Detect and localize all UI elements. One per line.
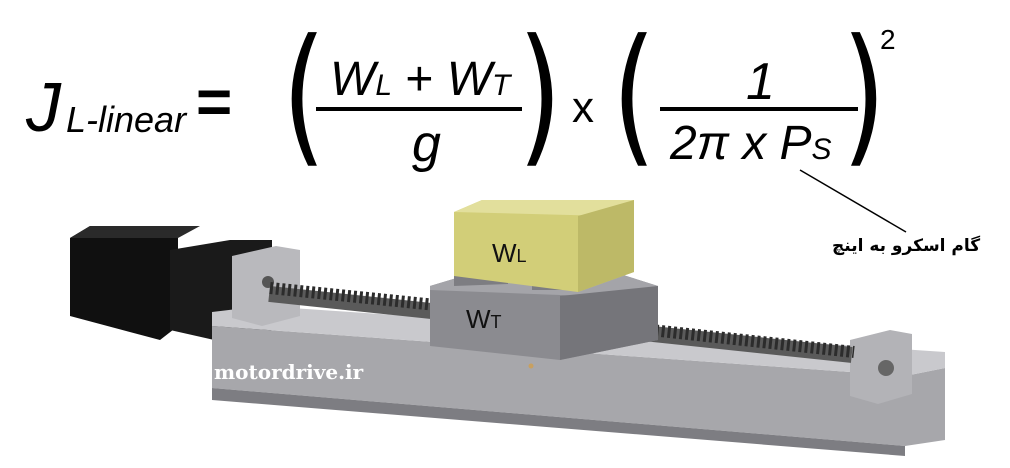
table-label: WT (466, 304, 502, 334)
left-fraction-bar (316, 107, 522, 111)
annotation-pointer-line (799, 169, 907, 233)
position-marker (528, 363, 534, 369)
right-numerator: 1 (746, 53, 775, 111)
right-fraction-bar (660, 107, 858, 111)
right-open-paren: ( (612, 8, 656, 182)
j-subscript: L-linear (66, 99, 187, 140)
table-side (560, 286, 658, 360)
screw-pitch-label: گام اسکرو به اینچ (832, 236, 981, 256)
base-bottom (212, 388, 905, 456)
motor-body (70, 226, 178, 340)
left-close-paren: ) (518, 8, 562, 182)
inertia-formula: J L-linear = ( WL + WT g ) x ( 1 2π x PS… (0, 0, 1010, 200)
watermark-text: motordrive.ir (214, 360, 364, 384)
load-side (578, 200, 634, 292)
right-denominator: 2π x PS (670, 117, 832, 170)
left-numerator: WL + WT (330, 53, 511, 106)
load-top (454, 200, 634, 216)
left-denominator: g (412, 115, 441, 173)
right-close-paren: ) (842, 8, 886, 182)
j-symbol: J (26, 68, 61, 146)
load-label: WL (492, 238, 527, 268)
base-front (212, 326, 945, 446)
motor-top (70, 226, 200, 238)
ball-screw-left (268, 282, 437, 320)
left-open-paren: ( (282, 8, 326, 182)
equals-sign: = (196, 68, 233, 137)
end-block-right-hole (878, 360, 894, 376)
multiply-sign: x (572, 83, 594, 132)
exponent: 2 (880, 24, 896, 55)
